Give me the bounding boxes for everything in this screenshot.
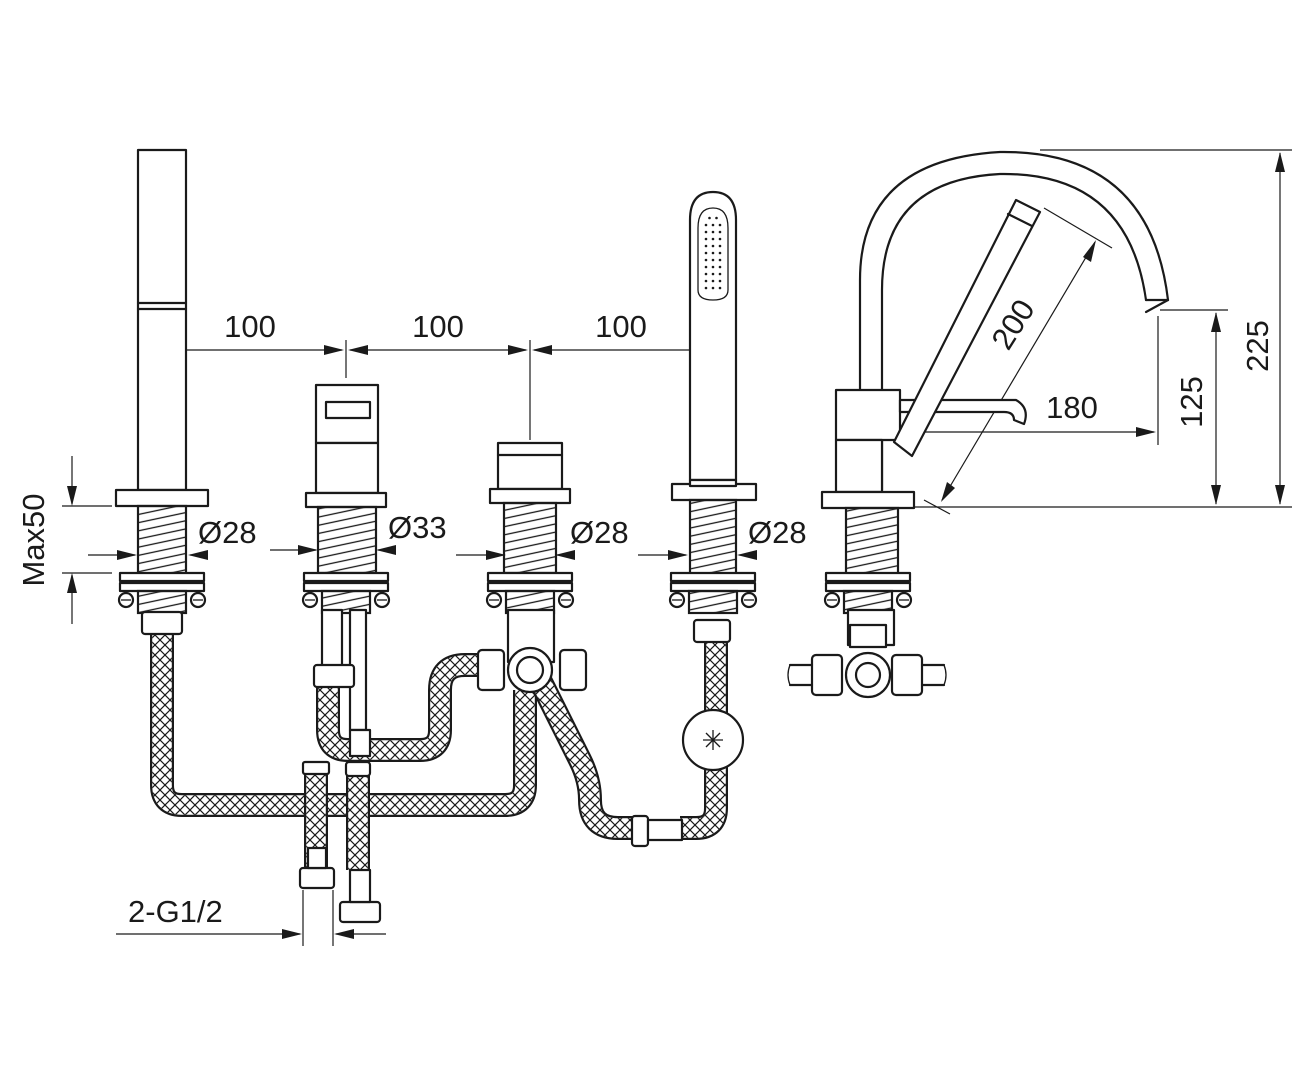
spray-hole [704, 265, 708, 269]
total-height-label: 225 [1240, 320, 1275, 372]
hose-braid [152, 635, 535, 815]
spray-hole [718, 230, 722, 234]
spray-hole [711, 230, 715, 234]
hose-braid [318, 655, 480, 760]
check-valve-mark [703, 730, 723, 750]
hand-shower-holder [114, 148, 210, 576]
connection-label: 2-G1/2 [128, 894, 223, 929]
spray-hole [718, 223, 722, 227]
washer [118, 571, 206, 583]
spray-hole [704, 286, 708, 290]
washer [669, 581, 757, 593]
threaded-stem [687, 589, 739, 615]
dimension-labels: 100 100 100 Ø28 Ø33 Ø28 Ø28 Max50 2-G1/2… [16, 293, 1275, 929]
max-deck-label: Max50 [16, 493, 51, 586]
spray-hole [708, 216, 711, 220]
washer [824, 571, 912, 583]
spray-hole [718, 258, 722, 262]
threaded-stem [136, 589, 188, 615]
threaded-stem [320, 589, 372, 615]
dimension-lines [62, 149, 1292, 946]
washer [302, 571, 390, 583]
spray-holes [704, 216, 722, 290]
spray-hole [711, 244, 715, 248]
diameter-label-3: Ø28 [570, 515, 629, 550]
hose-braid [531, 675, 640, 838]
spray-hole [711, 237, 715, 241]
spray-hole [711, 251, 715, 255]
spray-hole [711, 272, 715, 276]
spray-hole [718, 251, 722, 255]
spacing-label-1: 100 [224, 309, 276, 344]
spray-hole [718, 244, 722, 248]
diameter-label-2: Ø33 [388, 510, 447, 545]
spray-hole [711, 265, 715, 269]
spray-hole [704, 223, 708, 227]
washer [302, 581, 390, 593]
spray-hole [711, 258, 715, 262]
spray-hole [704, 272, 708, 276]
spray-hole [718, 286, 722, 290]
spray-hole [718, 265, 722, 269]
spout-reach-label: 180 [1046, 390, 1098, 425]
spray-hole [711, 286, 715, 290]
spray-hole [704, 258, 708, 262]
mixer-valve [304, 383, 388, 575]
hose-braid [680, 630, 726, 838]
spray-hole [711, 223, 715, 227]
outlet-height-label: 125 [1174, 376, 1209, 428]
spray-hole [704, 279, 708, 283]
spray-hole [711, 279, 715, 283]
diverter-valve [488, 441, 572, 575]
hand-shower [670, 190, 758, 576]
diameter-label-4: Ø28 [748, 515, 807, 550]
spacing-label-3: 100 [595, 309, 647, 344]
washer [669, 571, 757, 583]
fittings [140, 610, 947, 924]
spray-hole [704, 251, 708, 255]
spray-hole [704, 237, 708, 241]
pipe-stems [320, 608, 896, 732]
spray-hole [704, 244, 708, 248]
bath-spout [820, 150, 1170, 576]
spray-hole [704, 230, 708, 234]
washer [118, 581, 206, 593]
washer [486, 581, 574, 593]
washer [486, 571, 574, 583]
spray-hole [715, 216, 718, 220]
spray-hole [718, 237, 722, 241]
spray-hole [718, 272, 722, 276]
spacing-label-2: 100 [412, 309, 464, 344]
spray-hole [718, 279, 722, 283]
deck-washers [117, 571, 913, 615]
diameter-label-1: Ø28 [198, 515, 257, 550]
washer [824, 581, 912, 593]
